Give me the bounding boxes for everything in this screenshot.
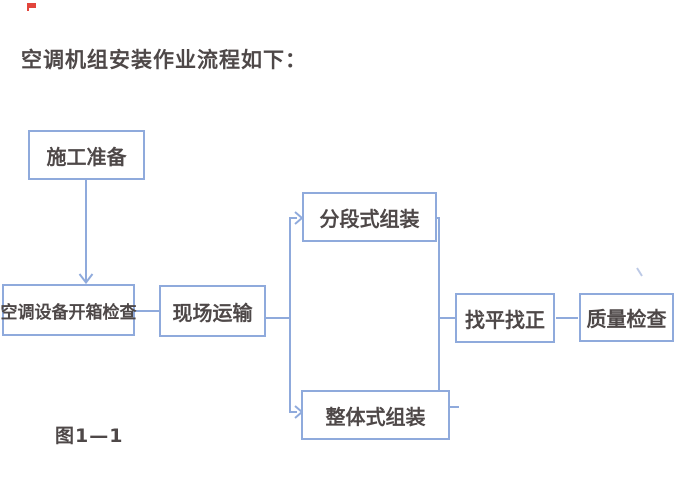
node-integral-assembly: 整体式组装 xyxy=(301,390,450,440)
node-unboxing-inspection-label: 空调设备开箱检查 xyxy=(0,302,137,323)
red-corner-mark xyxy=(27,3,36,11)
arrow-down-head-icon xyxy=(78,273,94,285)
node-construction-prep: 施工准备 xyxy=(28,130,145,180)
node-sectional-assembly: 分段式组装 xyxy=(302,192,437,242)
arrow-right-head-top-icon xyxy=(294,211,304,225)
node-leveling-alignment: 找平找正 xyxy=(455,293,555,343)
figure-caption: 图1—1 xyxy=(55,425,124,447)
node-sectional-assembly-label: 分段式组装 xyxy=(319,206,420,231)
node-quality-inspection: 质量检查 xyxy=(579,293,674,342)
stray-tick-mark xyxy=(636,267,643,277)
node-integral-assembly-label: 整体式组装 xyxy=(325,404,426,429)
node-construction-prep-label: 施工准备 xyxy=(46,144,127,169)
node-quality-inspection-label: 质量检查 xyxy=(586,307,667,331)
node-unboxing-inspection: 空调设备开箱检查 xyxy=(0,284,137,336)
node-leveling-alignment-label: 找平找正 xyxy=(465,307,545,332)
node-site-transport-label: 现场运输 xyxy=(172,300,253,325)
node-site-transport: 现场运输 xyxy=(159,285,266,337)
page-title: 空调机组安装作业流程如下： xyxy=(21,48,307,72)
